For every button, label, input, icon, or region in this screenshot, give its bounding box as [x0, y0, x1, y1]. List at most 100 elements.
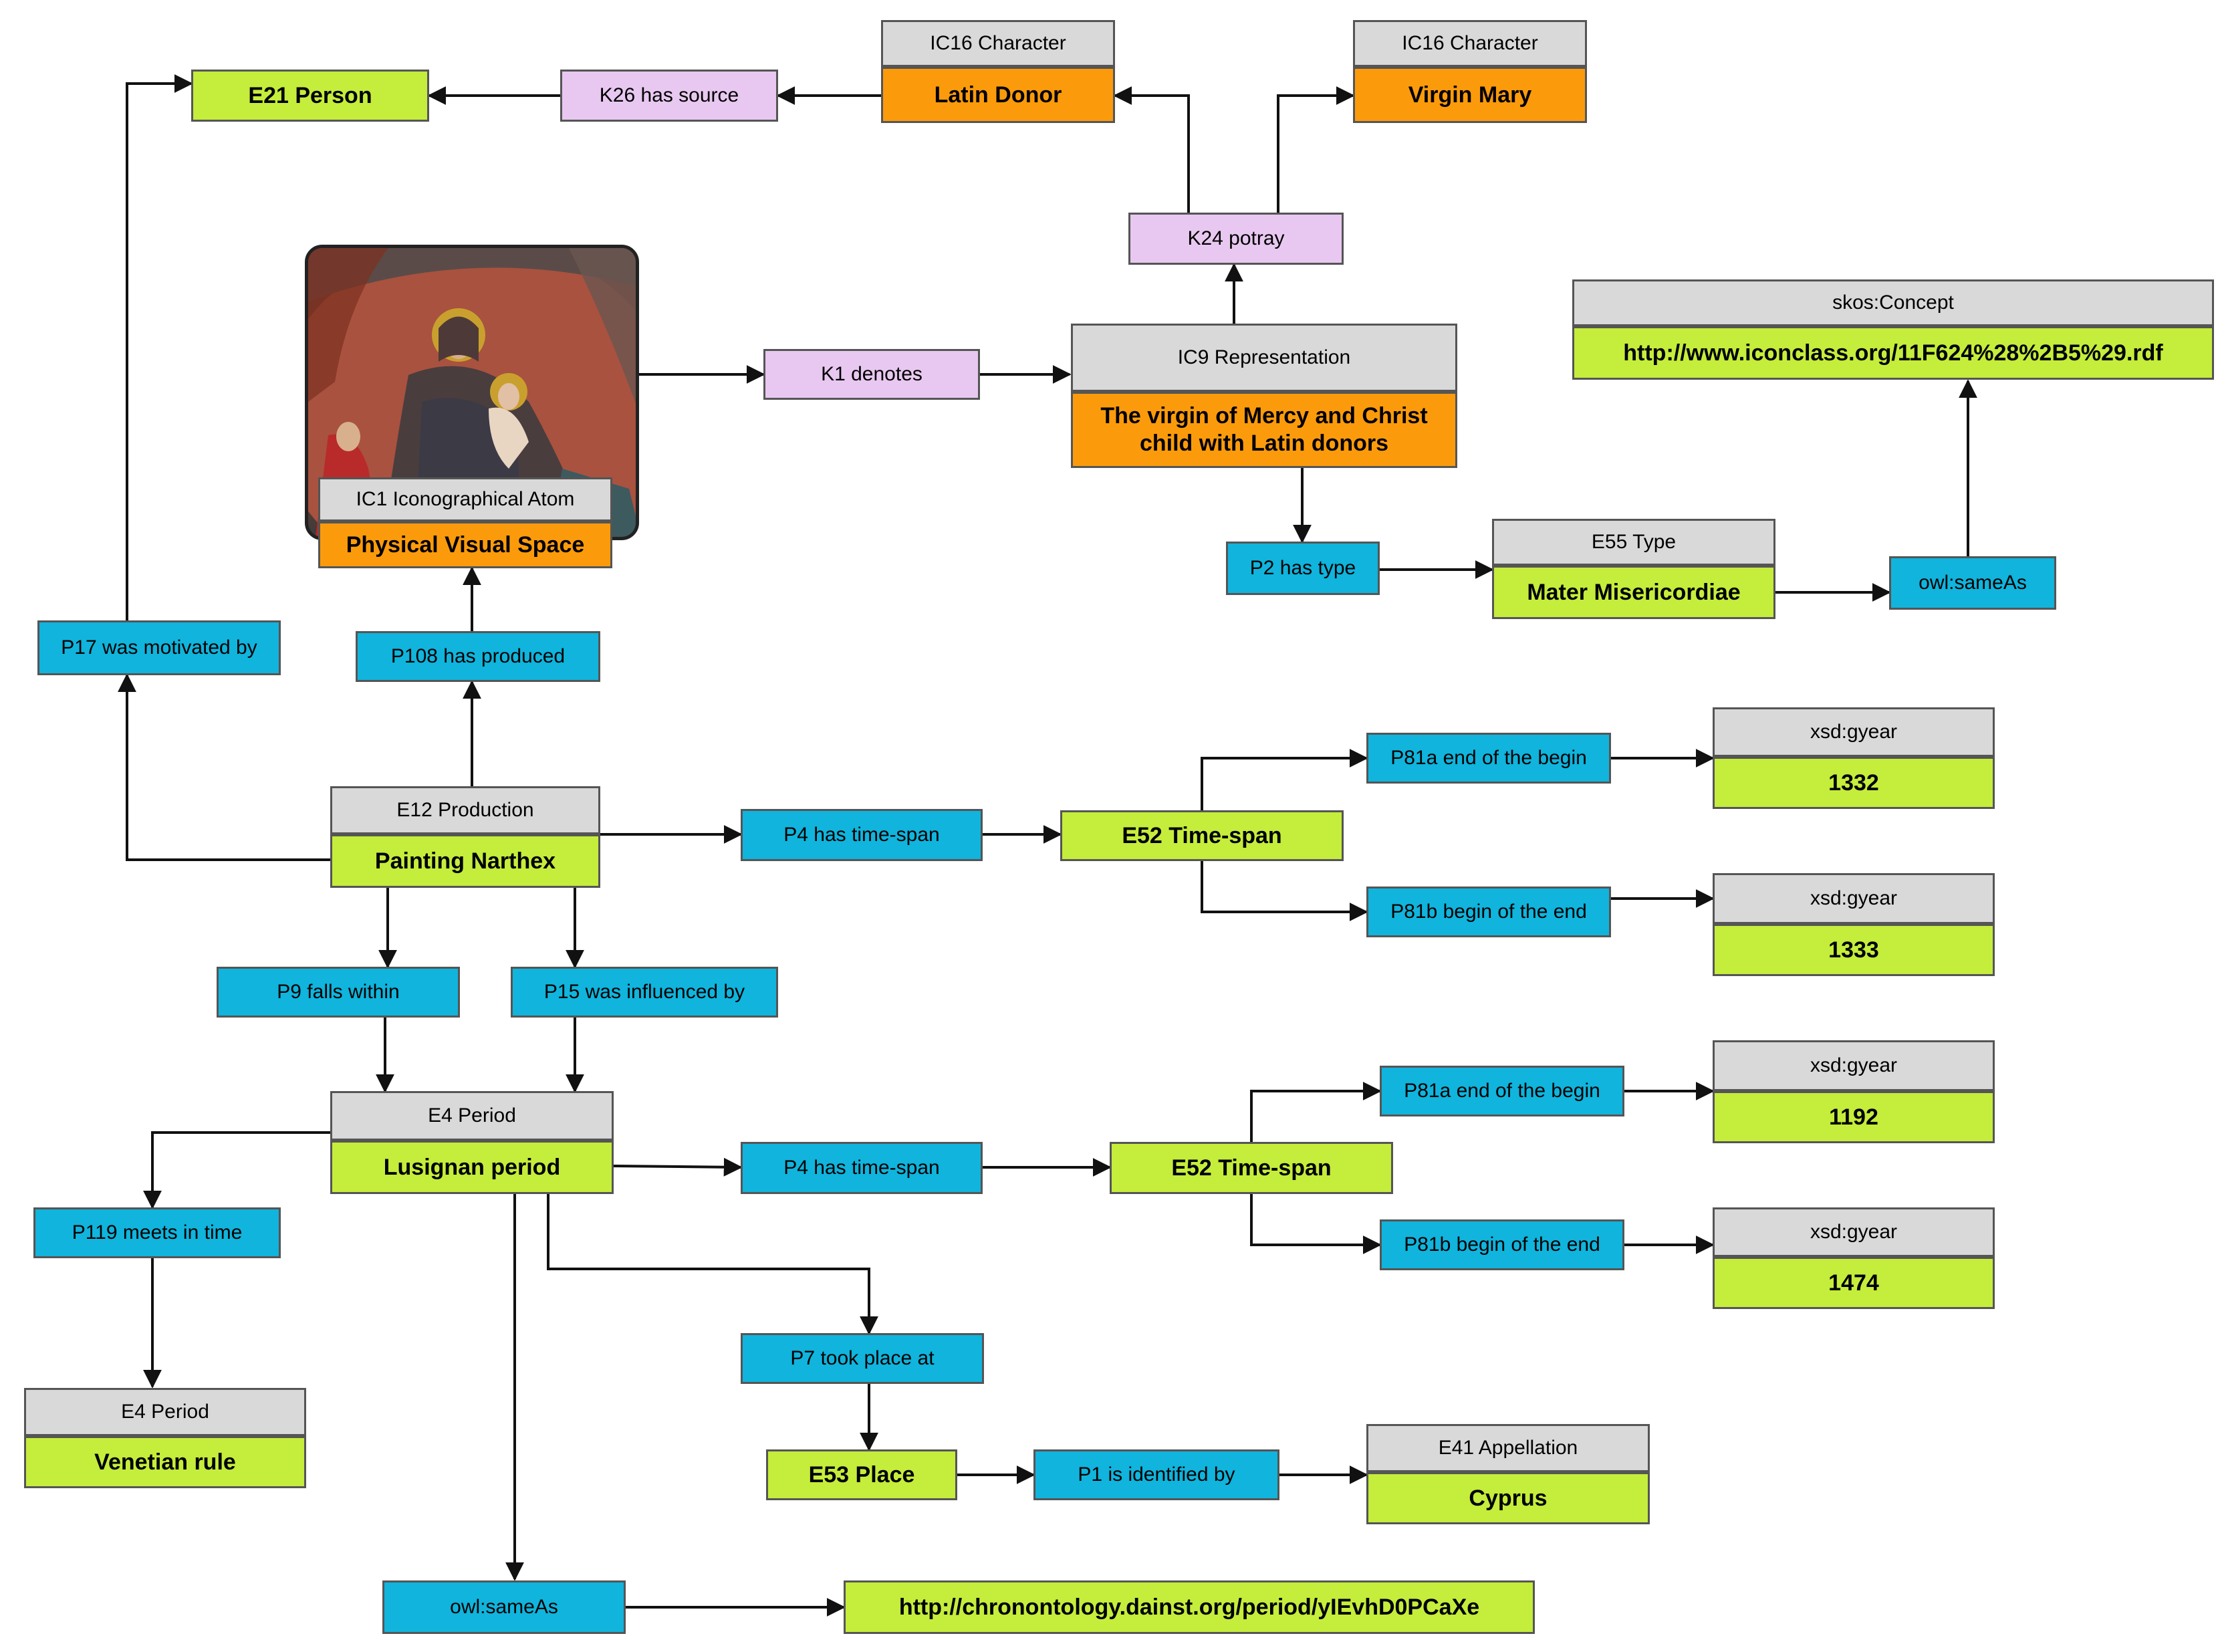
- edge-k24-to-latin-donor: [1113, 86, 1190, 213]
- skos-concept-class-label: skos:Concept: [1832, 291, 1954, 314]
- edge-e52-1-to-p81a-1: [1201, 749, 1368, 810]
- latin-donor-label: Latin Donor: [934, 82, 1062, 108]
- e12-production-class-label: E12 Production: [396, 799, 534, 821]
- k1-denotes-label: K1 denotes: [821, 363, 922, 385]
- edge-e52-2-to-p81b-2: [1250, 1193, 1382, 1254]
- chronontology-uri-label: http://chronontology.dainst.org/period/y…: [898, 1594, 1480, 1620]
- k24-potray-label: K24 potray: [1187, 227, 1285, 249]
- k26-has-source-node: K26 has source: [560, 70, 778, 122]
- ic16-latin-donor-class-label: IC16 Character: [930, 32, 1066, 54]
- edge-p17-to-e21: [126, 74, 193, 620]
- p2-has-type-node: P2 has type: [1226, 542, 1380, 595]
- xsd-gyear-1333-class-label: xsd:gyear: [1810, 887, 1898, 909]
- iconclass-uri-label: http://www.iconclass.org/11F624%28%2B5%2…: [1623, 340, 2163, 366]
- edge-e52-2-to-p81a-2: [1250, 1082, 1382, 1142]
- p7-label: P7 took place at: [790, 1347, 935, 1369]
- mater-misericordiae-label: Mater Misericordiae: [1527, 579, 1741, 605]
- chronontology-uri-node: http://chronontology.dainst.org/period/y…: [844, 1580, 1535, 1634]
- year-1332-label: 1332: [1828, 770, 1879, 796]
- p81b-1-label: P81b begin of the end: [1390, 901, 1587, 923]
- ic16-virgin-mary-header: IC16 Character: [1353, 20, 1587, 67]
- p15-label: P15 was influenced by: [543, 981, 745, 1003]
- ic9-representation-class-label: IC9 Representation: [1177, 346, 1351, 368]
- xsd-gyear-1474-body: 1474: [1713, 1257, 1995, 1309]
- e21-person-label: E21 Person: [248, 82, 372, 108]
- k26-has-source-label: K26 has source: [599, 84, 739, 106]
- edge-e4-to-p7: [547, 1194, 878, 1335]
- p81a-end-of-begin-2-node: P81a end of the begin: [1380, 1066, 1624, 1116]
- p108-has-produced-node: P108 has produced: [356, 631, 600, 682]
- p81b-2-label: P81b begin of the end: [1404, 1233, 1600, 1256]
- edge-e4-to-p4-2: [613, 1157, 743, 1177]
- e4-venetian-header: E4 Period: [24, 1388, 306, 1436]
- e41-appellation-body: Cyprus: [1366, 1472, 1650, 1524]
- p9-label: P9 falls within: [277, 981, 400, 1003]
- ic9-representation-body: The virgin of Mercy and Christ child wit…: [1071, 392, 1457, 468]
- venetian-rule-label: Venetian rule: [94, 1449, 236, 1475]
- xsd-gyear-1332-header: xsd:gyear: [1713, 707, 1995, 757]
- p1-is-identified-by-node: P1 is identified by: [1033, 1449, 1279, 1500]
- xsd-gyear-1192-body: 1192: [1713, 1091, 1995, 1143]
- p17-was-motivated-by-node: P17 was motivated by: [37, 620, 281, 675]
- k1-denotes-node: K1 denotes: [763, 349, 980, 400]
- xsd-gyear-1474-header: xsd:gyear: [1713, 1207, 1995, 1257]
- edge-k24-to-virgin-mary: [1277, 86, 1355, 213]
- edge-e4-to-p119: [143, 1131, 330, 1209]
- xsd-gyear-1192-class-label: xsd:gyear: [1810, 1054, 1898, 1076]
- e53-place-node: E53 Place: [766, 1449, 957, 1500]
- virgin-mary-label: Virgin Mary: [1408, 82, 1532, 108]
- p15-was-influenced-by-node: P15 was influenced by: [511, 967, 778, 1018]
- xsd-gyear-1474-class-label: xsd:gyear: [1810, 1221, 1898, 1243]
- e4-period-body: Lusignan period: [330, 1141, 614, 1194]
- ic9-representation-header: IC9 Representation: [1071, 324, 1457, 392]
- xsd-gyear-1332-class-label: xsd:gyear: [1810, 721, 1898, 743]
- e4-venetian-class-label: E4 Period: [121, 1401, 209, 1423]
- e4-period-class-label: E4 Period: [428, 1104, 516, 1127]
- e52-timespan-1-node: E52 Time-span: [1060, 810, 1344, 861]
- e12-production-header: E12 Production: [330, 786, 600, 834]
- p1-label: P1 is identified by: [1078, 1463, 1235, 1486]
- p4-1-label: P4 has time-span: [783, 824, 940, 846]
- e52-timespan-1-label: E52 Time-span: [1122, 822, 1282, 848]
- ic1-iconographical-atom-header: IC1 Iconographical Atom: [318, 477, 612, 521]
- p4-has-timespan-2-node: P4 has time-span: [741, 1142, 983, 1194]
- p2-has-type-label: P2 has type: [1249, 557, 1356, 579]
- year-1192-label: 1192: [1829, 1104, 1878, 1130]
- e55-type-body: Mater Misericordiae: [1492, 566, 1775, 619]
- virgin-of-mercy-label: The virgin of Mercy and Christ child wit…: [1100, 403, 1428, 456]
- p119-meets-in-time-node: P119 meets in time: [33, 1207, 281, 1258]
- painting-narthex-label: Painting Narthex: [374, 848, 556, 874]
- e52-timespan-2-node: E52 Time-span: [1110, 1142, 1393, 1194]
- ic1-class-label: IC1 Iconographical Atom: [356, 488, 575, 510]
- ic16-latin-donor-header: IC16 Character: [881, 20, 1115, 67]
- owl-sameas-type-node: owl:sameAs: [1889, 556, 2056, 610]
- p81a-2-label: P81a end of the begin: [1404, 1080, 1600, 1102]
- edge-e12-to-p17: [118, 673, 330, 861]
- lusignan-period-label: Lusignan period: [383, 1154, 561, 1180]
- xsd-gyear-1333-body: 1333: [1713, 924, 1995, 976]
- e55-type-header: E55 Type: [1492, 519, 1775, 566]
- p108-label: P108 has produced: [390, 645, 566, 667]
- physical-visual-space-label: Physical Visual Space: [346, 532, 585, 558]
- edge-e52-1-to-p81b-1: [1201, 860, 1368, 921]
- skos-concept-header: skos:Concept: [1572, 279, 2214, 326]
- e52-timespan-2-label: E52 Time-span: [1171, 1155, 1332, 1181]
- p7-took-place-at-node: P7 took place at: [741, 1333, 984, 1384]
- p81b-begin-of-end-1-node: P81b begin of the end: [1366, 887, 1611, 937]
- p4-has-timespan-1-node: P4 has time-span: [741, 809, 983, 861]
- e12-production-body: Painting Narthex: [330, 834, 600, 888]
- p81a-1-label: P81a end of the begin: [1390, 747, 1587, 769]
- p4-2-label: P4 has time-span: [783, 1157, 940, 1179]
- p119-label: P119 meets in time: [72, 1221, 243, 1244]
- owl-sameas-period-label: owl:sameAs: [450, 1596, 558, 1618]
- skos-concept-body: http://www.iconclass.org/11F624%28%2B5%2…: [1572, 326, 2214, 380]
- k24-potray-node: K24 potray: [1128, 213, 1344, 265]
- e41-appellation-class-label: E41 Appellation: [1438, 1437, 1578, 1459]
- ic16-virgin-mary-body: Virgin Mary: [1353, 67, 1587, 123]
- p81a-end-of-begin-1-node: P81a end of the begin: [1366, 733, 1611, 784]
- ic16-latin-donor-body: Latin Donor: [881, 67, 1115, 123]
- ic1-iconographical-atom-body: Physical Visual Space: [318, 521, 612, 568]
- year-1474-label: 1474: [1828, 1270, 1879, 1296]
- e4-venetian-body: Venetian rule: [24, 1436, 306, 1488]
